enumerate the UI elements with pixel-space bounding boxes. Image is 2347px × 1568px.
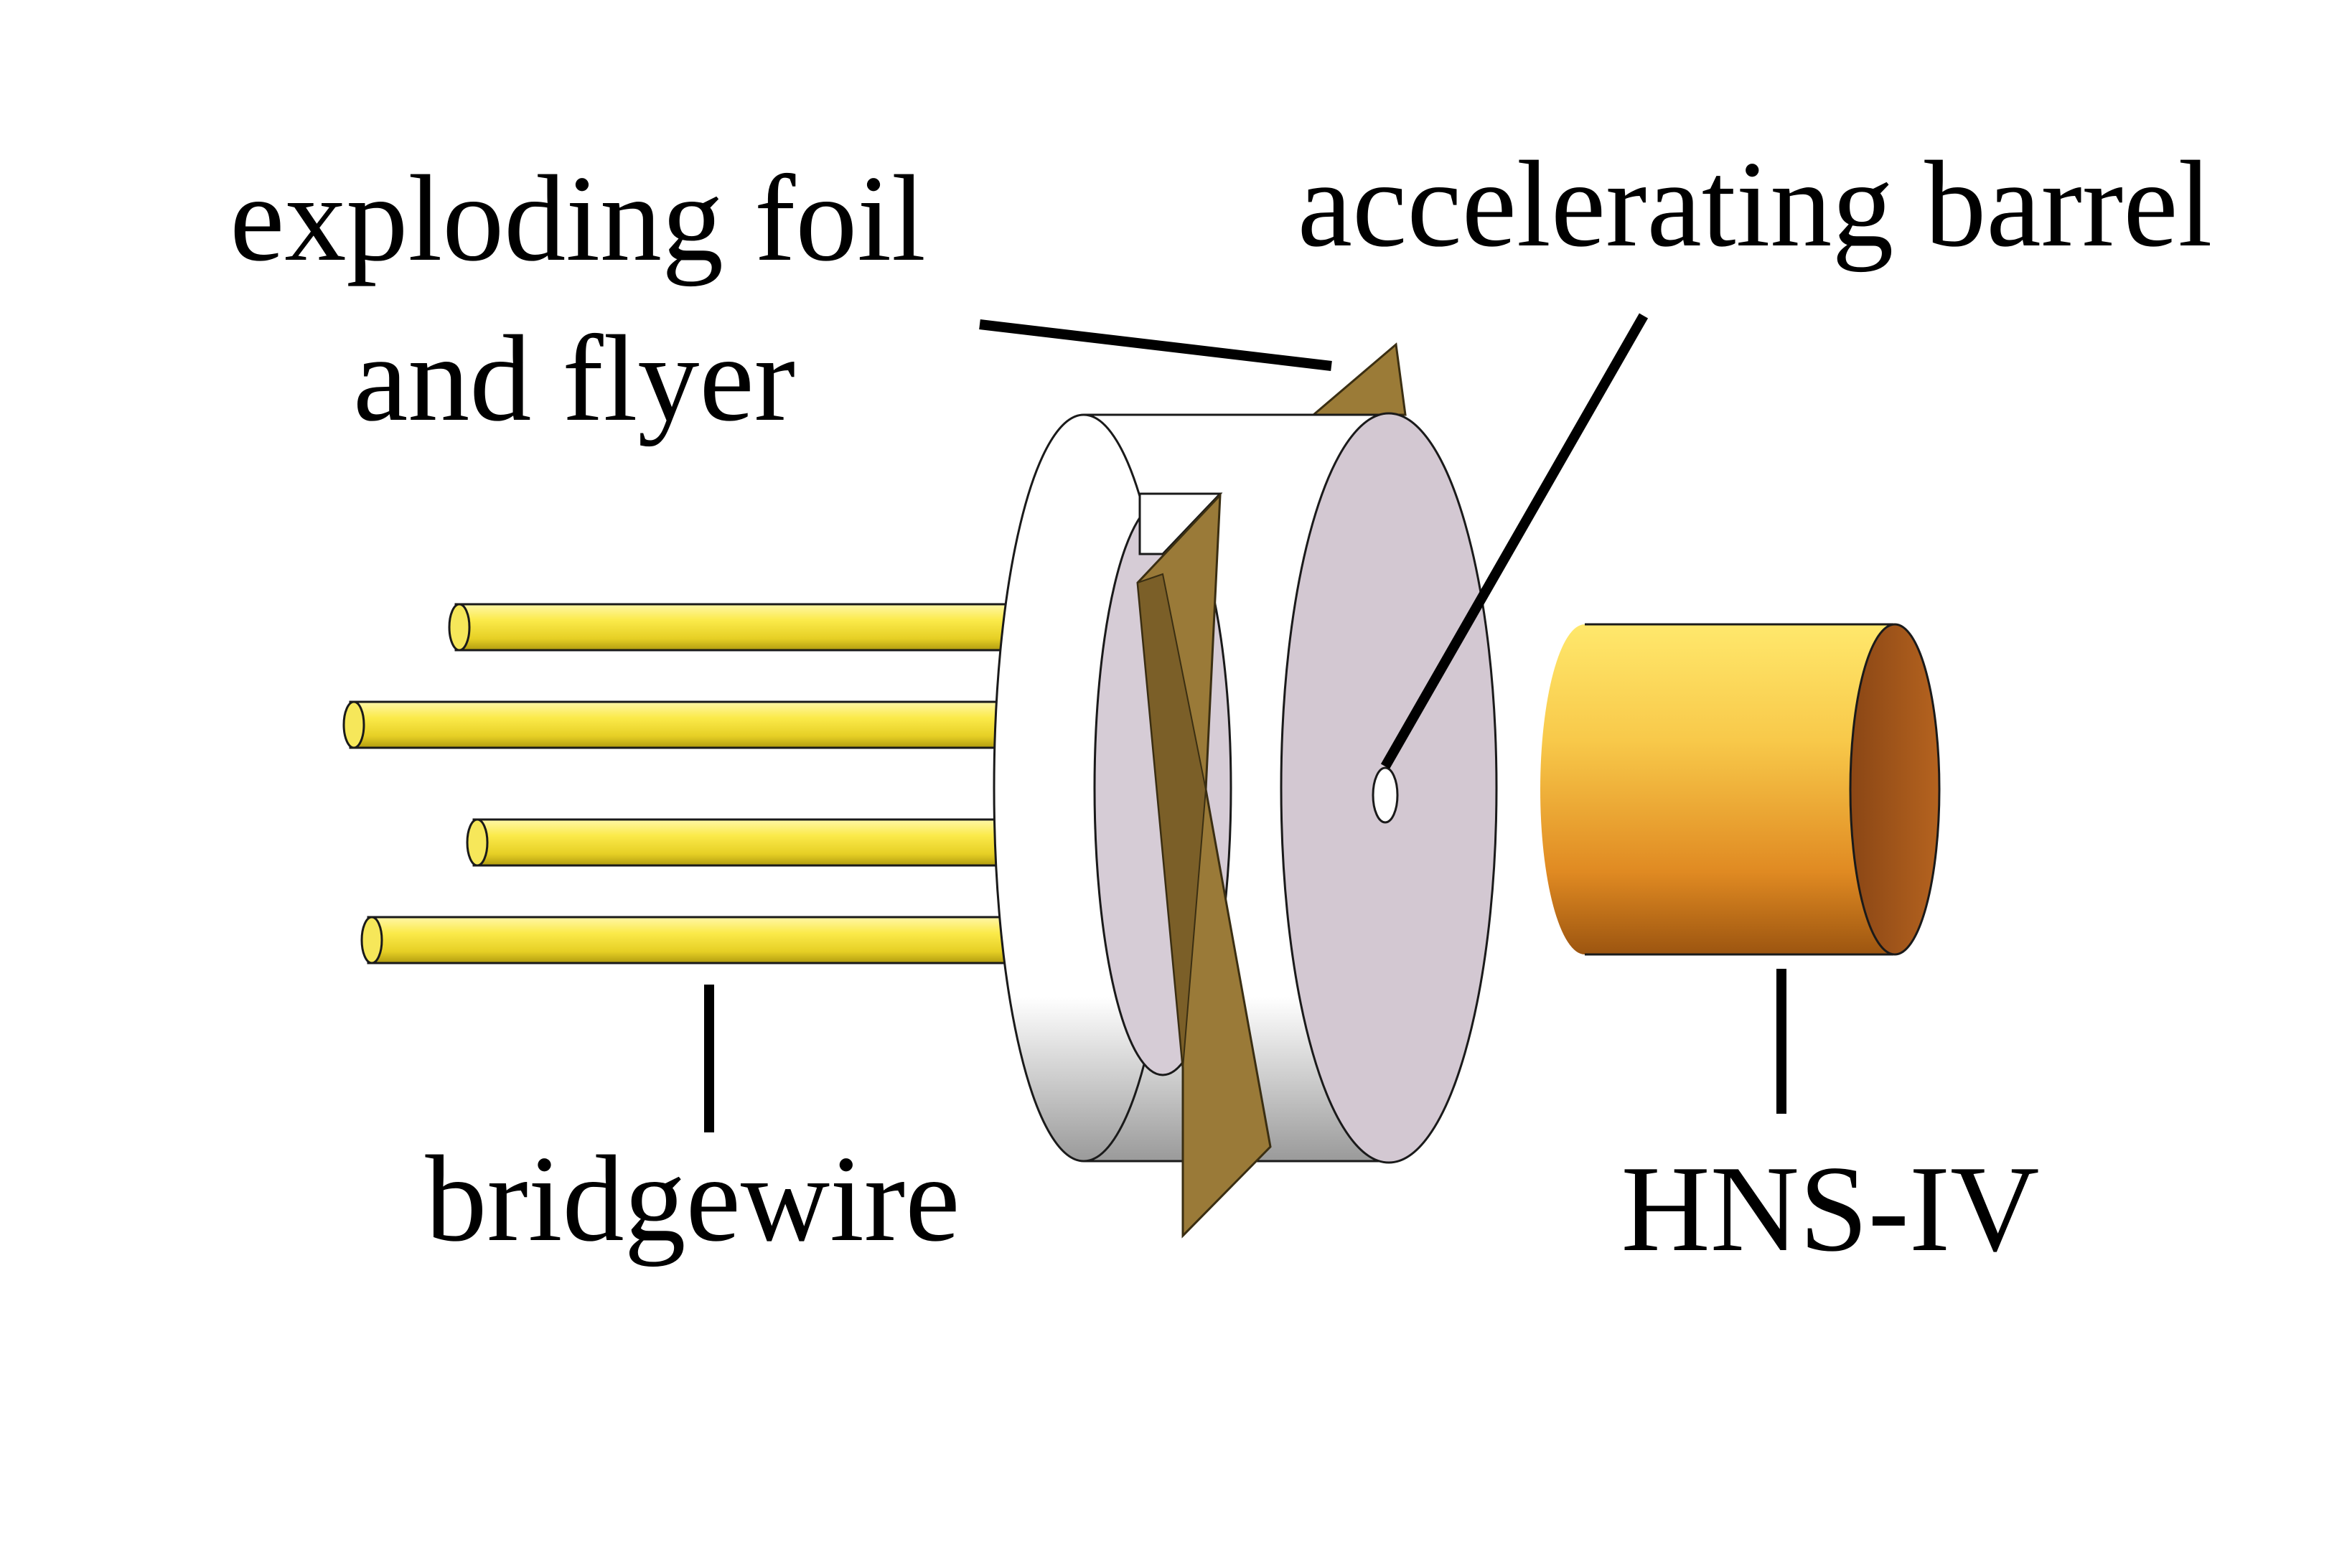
leader-lines (704, 313, 1786, 1132)
pin-3 (466, 818, 1017, 867)
label-bridgewire: bridgewire (425, 1131, 960, 1267)
leader-accelerating-barrel (1380, 313, 1649, 769)
pin-2 (342, 700, 1016, 749)
barrel-bore (1372, 766, 1399, 824)
label-accelerating-barrel: accelerating barrel (1298, 136, 2213, 273)
pellet-end-face (1849, 623, 1941, 956)
label-hns-iv: HNS-IV (1621, 1141, 2040, 1277)
exploding-foil-tab-top (1310, 342, 1407, 416)
exploding-foil-flyer (1136, 492, 1272, 1239)
pin-4 (360, 916, 1017, 964)
bridgewire-pins (342, 603, 1017, 964)
leader-exploding-foil (979, 319, 1332, 371)
accelerating-barrel (1280, 412, 1498, 1164)
hns-iv-pellet (1540, 623, 1941, 956)
label-exploding-foil-line1: exploding foil (230, 151, 926, 287)
label-exploding-foil-line2: and flyer (353, 311, 795, 447)
pin-1 (448, 603, 1017, 652)
